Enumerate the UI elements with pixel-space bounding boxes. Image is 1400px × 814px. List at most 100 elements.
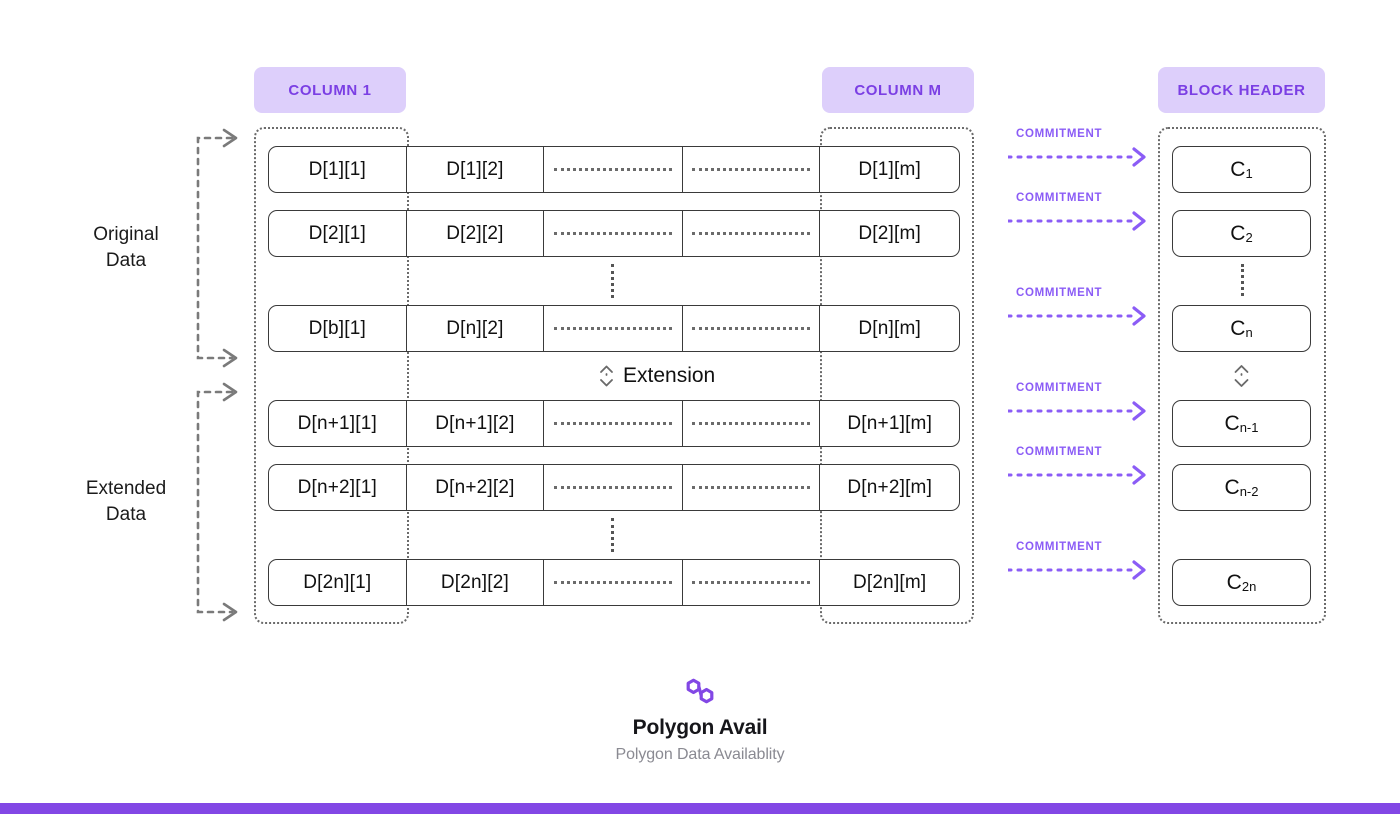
block-header-up-down-chevron-icon xyxy=(1234,365,1249,387)
commitment-arrow-label: COMMITMENT xyxy=(1016,541,1103,553)
matrix-cell xyxy=(544,211,683,256)
commitment-arrow: COMMITMENT xyxy=(1008,541,1151,580)
block-header-vertical-ellipsis xyxy=(1241,264,1244,296)
column-1-bracket xyxy=(254,127,409,624)
horizontal-ellipsis xyxy=(692,422,811,425)
dotted-arrow-icon xyxy=(1008,401,1146,421)
matrix-cell xyxy=(683,147,821,192)
matrix-row: D[2][1]D[2][2]D[2][m] xyxy=(268,210,960,257)
extended-data-label-line1: Extended xyxy=(85,478,167,499)
matrix-cell xyxy=(683,211,821,256)
commitment-box-subscript: n-2 xyxy=(1239,484,1259,499)
extension-marker: Extension xyxy=(592,363,722,389)
matrix-cell: D[2][2] xyxy=(407,211,545,256)
polygon-logo-icon xyxy=(686,678,714,704)
original-data-label-line2: Data xyxy=(105,249,147,271)
commitment-arrow-label: COMMITMENT xyxy=(1016,287,1103,299)
horizontal-ellipsis xyxy=(692,327,811,330)
commitment-arrow-label: COMMITMENT xyxy=(1016,192,1103,204)
commitment-box-subscript: n-1 xyxy=(1239,420,1259,435)
commitment-box-subscript: n xyxy=(1245,325,1253,340)
matrix-cell: D[b][1] xyxy=(269,306,407,351)
commitment-box-base: C xyxy=(1230,157,1246,181)
commitment-arrow: COMMITMENT xyxy=(1008,446,1151,485)
badge-block-header: BLOCK HEADER xyxy=(1158,67,1325,113)
matrix-vertical-ellipsis-original xyxy=(611,264,614,298)
matrix-cell: D[1][2] xyxy=(407,147,545,192)
dotted-arrow-icon xyxy=(1008,560,1146,580)
footer-title: Polygon Avail xyxy=(632,716,768,739)
commitment-box-subscript: 2n xyxy=(1241,579,1257,594)
commitment-arrow: COMMITMENT xyxy=(1008,382,1151,421)
matrix-cell: D[n+2][1] xyxy=(269,465,407,510)
matrix-row: D[n+2][1]D[n+2][2] D[n+2][m] xyxy=(268,464,960,511)
matrix-cell: D[n+1][2] xyxy=(407,401,545,446)
dotted-arrow-icon xyxy=(1008,465,1146,485)
matrix-cell: D[1][1] xyxy=(269,147,407,192)
dotted-arrow-icon xyxy=(1008,211,1146,231)
matrix-cell xyxy=(544,147,683,192)
badge-column-1: COLUMN 1 xyxy=(254,67,406,113)
original-data-bracket xyxy=(196,128,238,368)
commitment-arrow-label: COMMITMENT xyxy=(1016,382,1103,394)
matrix-cell: D[n+2][m] xyxy=(847,476,933,498)
commitment-arrow: COMMITMENT xyxy=(1008,287,1151,326)
matrix-row: D[1][1]D[1][2] D[1][m] xyxy=(268,146,960,193)
commitment-arrow-label: COMMITMENT xyxy=(1016,446,1103,458)
matrix-cell: D[2n][2] xyxy=(407,560,545,605)
footer-subtitle: Polygon Data Availablity xyxy=(615,746,785,763)
matrix-row: D[2n][1]D[2n][2] D[2n][m] xyxy=(268,559,960,606)
badge-column-m-label: COLUMN M xyxy=(854,81,942,99)
horizontal-ellipsis xyxy=(692,168,811,171)
horizontal-ellipsis xyxy=(692,581,811,584)
horizontal-ellipsis xyxy=(554,486,673,489)
matrix-cell xyxy=(683,306,821,351)
extended-data-label-line2: Data xyxy=(105,503,147,525)
matrix-vertical-ellipsis-extended xyxy=(611,518,614,552)
matrix-cell: D[n+1][m] xyxy=(847,412,933,434)
matrix-cell xyxy=(544,401,683,446)
column-m-bracket xyxy=(820,127,974,624)
horizontal-ellipsis xyxy=(554,327,673,330)
commitment-arrow-label: COMMITMENT xyxy=(1016,128,1103,140)
extended-data-bracket xyxy=(196,382,238,622)
matrix-cell xyxy=(544,465,683,510)
commitment-box-base: C xyxy=(1230,316,1246,340)
commitment-box-base: C xyxy=(1224,411,1240,435)
horizontal-ellipsis xyxy=(554,422,673,425)
horizontal-ellipsis xyxy=(554,232,673,235)
footer: Polygon Avail Polygon Data Availablity xyxy=(0,676,1400,764)
extended-data-label: Extended Data xyxy=(56,476,196,527)
matrix-cell: D[n][2] xyxy=(407,306,545,351)
matrix-row: D[n+1][1]D[n+1][2] D[n+1][m] xyxy=(268,400,960,447)
commitment-arrow: COMMITMENT xyxy=(1008,192,1151,231)
matrix-cell: D[2n][1] xyxy=(269,560,407,605)
original-data-label-line1: Original xyxy=(93,224,159,245)
matrix-cell: D[n][m] xyxy=(858,317,922,339)
badge-block-header-label: BLOCK HEADER xyxy=(1177,81,1306,99)
original-data-label: Original Data xyxy=(56,222,196,273)
matrix-cell: D[2n][m] xyxy=(853,571,927,593)
bottom-accent-bar xyxy=(0,803,1400,814)
matrix-cell: D[2][m] xyxy=(858,222,922,244)
commitment-box-subscript: 1 xyxy=(1245,166,1253,181)
matrix-cell xyxy=(544,306,683,351)
matrix-cell: D[n+1][1] xyxy=(269,401,407,446)
matrix-cell: D[n+2][2] xyxy=(407,465,545,510)
horizontal-ellipsis xyxy=(554,168,673,171)
commitment-box-base: C xyxy=(1226,570,1242,594)
matrix-cell xyxy=(683,401,821,446)
matrix-cell: D[1][m] xyxy=(858,158,922,180)
dotted-arrow-icon xyxy=(1008,306,1146,326)
badge-column-1-label: COLUMN 1 xyxy=(288,81,372,99)
commitment-box-subscript: 2 xyxy=(1245,230,1253,245)
horizontal-ellipsis xyxy=(692,232,811,235)
horizontal-ellipsis xyxy=(692,486,811,489)
commitment-box-base: C xyxy=(1230,221,1246,245)
matrix-cell xyxy=(683,465,821,510)
